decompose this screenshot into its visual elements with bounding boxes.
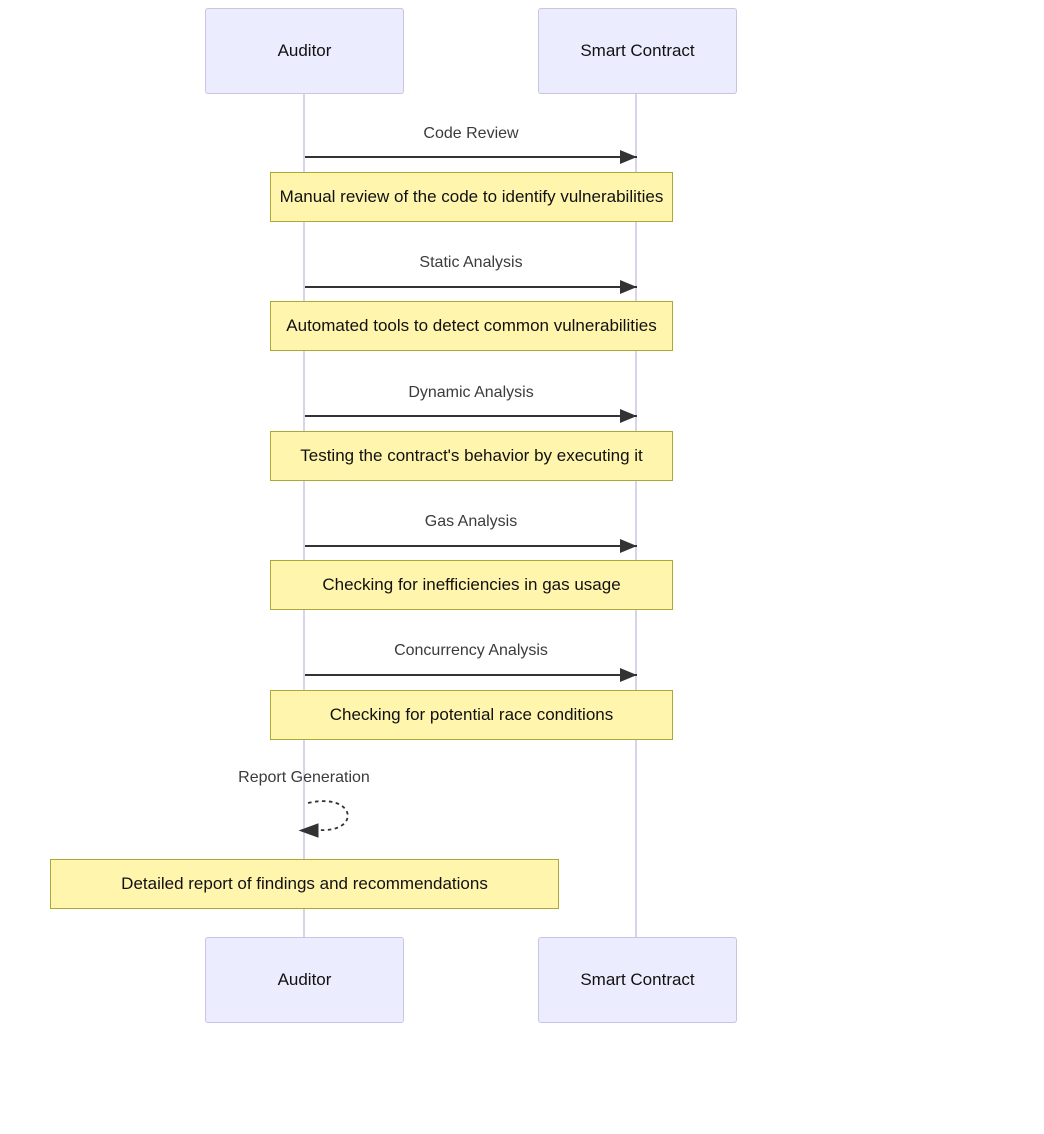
arrowhead-icon: [620, 539, 637, 553]
note-gas-analysis-text: Checking for inefficiencies in gas usage: [322, 575, 621, 594]
note-code-review: Manual review of the code to identify vu…: [270, 172, 673, 222]
lifeline-smart-contract: [635, 94, 637, 937]
self-loop-arrow: [298, 800, 349, 838]
note-gas-analysis: Checking for inefficiencies in gas usage: [270, 560, 673, 610]
message-label-gas-analysis: Gas Analysis: [424, 513, 518, 530]
message-label-static-analysis: Static Analysis: [419, 254, 523, 271]
note-report-generation: Detailed report of findings and recommen…: [50, 859, 559, 909]
arrowhead-icon: [620, 150, 637, 164]
actor-auditor-bottom-label: Auditor: [277, 970, 332, 989]
arrowhead-icon: [620, 280, 637, 294]
note-report-generation-text: Detailed report of findings and recommen…: [121, 874, 488, 893]
actor-smart-contract-top: Smart Contract: [538, 8, 737, 94]
arrowhead-icon: [620, 668, 637, 682]
note-concurrency-analysis: Checking for potential race conditions: [270, 690, 673, 740]
message-arrow-concurrency-analysis: [305, 674, 637, 676]
lifeline-auditor: [303, 94, 305, 937]
message-label-code-review: Code Review: [423, 125, 519, 142]
actor-auditor-bottom: Auditor: [205, 937, 404, 1023]
message-arrow-static-analysis: [305, 286, 637, 288]
actor-smart-contract-bottom: Smart Contract: [538, 937, 737, 1023]
arrowhead-icon: [298, 823, 319, 838]
message-label-concurrency-analysis: Concurrency Analysis: [394, 642, 548, 659]
message-label-report-generation: Report Generation: [238, 769, 370, 786]
message-arrow-gas-analysis: [305, 545, 637, 547]
message-arrow-code-review: [305, 156, 637, 158]
note-static-analysis-text: Automated tools to detect common vulnera…: [286, 316, 657, 335]
actor-smart-contract-bottom-label: Smart Contract: [580, 970, 695, 989]
note-code-review-text: Manual review of the code to identify vu…: [279, 187, 664, 206]
arrowhead-icon: [620, 409, 637, 423]
note-static-analysis: Automated tools to detect common vulnera…: [270, 301, 673, 351]
message-arrow-dynamic-analysis: [305, 415, 637, 417]
message-label-dynamic-analysis: Dynamic Analysis: [408, 384, 534, 401]
actor-auditor-top: Auditor: [205, 8, 404, 94]
actor-auditor-top-label: Auditor: [277, 41, 332, 60]
note-concurrency-analysis-text: Checking for potential race conditions: [329, 705, 614, 724]
actor-smart-contract-top-label: Smart Contract: [580, 41, 695, 60]
note-dynamic-analysis-text: Testing the contract's behavior by execu…: [300, 446, 643, 465]
note-dynamic-analysis: Testing the contract's behavior by execu…: [270, 431, 673, 481]
